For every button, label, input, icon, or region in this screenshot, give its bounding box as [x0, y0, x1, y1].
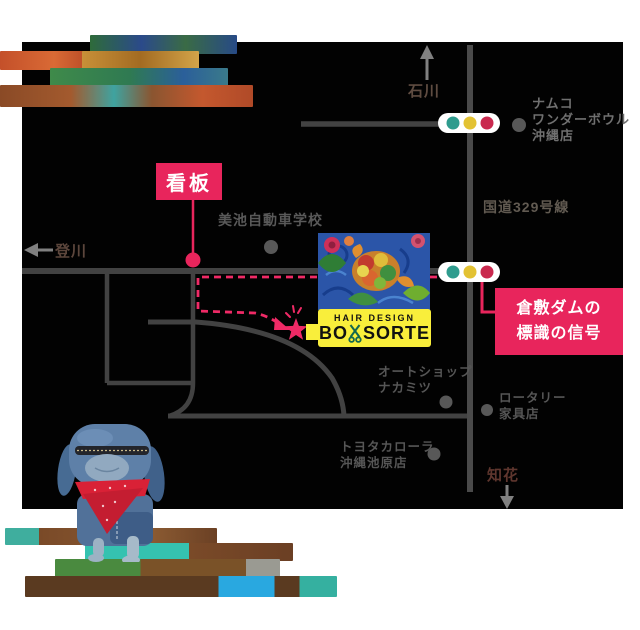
namco-line2: ワンダーボウル	[532, 112, 631, 127]
plank	[25, 576, 337, 597]
wood-planks-top-image	[0, 35, 253, 107]
salon-label-tab	[306, 324, 319, 340]
doll-zipper	[75, 446, 149, 455]
landmark-label-namco: ナムコ ワンダーボウル 沖縄店	[532, 96, 630, 144]
toyota-line1: トヨタカローラ	[340, 440, 435, 454]
plank	[50, 68, 228, 87]
autoshop-line2: ナカミツ	[378, 381, 433, 395]
wood-planks-bottom-image	[3, 528, 337, 597]
autoshop-line1: オートショップ	[378, 365, 473, 379]
plank	[90, 35, 237, 54]
turtle-figure	[352, 244, 414, 291]
doll-bandana	[75, 479, 150, 534]
toyota-line2: 沖縄池原店	[340, 456, 408, 470]
salon-name: BO SORTE	[319, 323, 430, 343]
denim-doll-image	[57, 424, 165, 562]
landmark-label-rotary: ロータリー 家具店	[499, 390, 567, 422]
direction-label-chibana: 知花	[487, 467, 520, 484]
signal-callout: 倉敷ダムの 標識の信号	[495, 288, 623, 355]
scissors-icon	[348, 324, 363, 343]
namco-line3: 沖縄店	[532, 128, 575, 143]
landmark-label-autoshop: オートショップ ナカミツ	[378, 364, 473, 396]
salon-name-suffix: SORTE	[362, 323, 430, 343]
salon-tagline: HAIR DESIGN	[333, 313, 415, 323]
landmark-label-school: 美池自動車学校	[218, 212, 323, 228]
namco-line1: ナムコ	[532, 96, 574, 111]
rotary-line1: ロータリー	[499, 391, 567, 405]
signal-callout-line1: 倉敷ダムの	[516, 299, 602, 317]
plank	[55, 559, 280, 577]
direction-label-ishikawa: 石川	[408, 83, 441, 100]
salon-name-prefix: BO	[318, 323, 348, 343]
plank	[0, 85, 253, 107]
landmark-label-toyota: トヨタカローラ 沖縄池原店	[340, 439, 435, 471]
plank	[82, 51, 199, 70]
rotary-line2: 家具店	[499, 407, 540, 421]
direction-label-noborikawa: 登川	[55, 243, 88, 260]
salon-label: HAIR DESIGN BO SORTE	[318, 309, 431, 347]
plank	[0, 51, 90, 70]
signal-callout-line2: 標識の信号	[516, 324, 602, 342]
salon-artwork-image	[318, 233, 430, 310]
doll-leg-left	[93, 538, 104, 557]
doll-snout	[85, 454, 129, 482]
signboard-callout: 看板	[156, 163, 222, 200]
doll-leg-right	[127, 536, 139, 559]
route-329-label: 国道329号線	[483, 199, 570, 215]
